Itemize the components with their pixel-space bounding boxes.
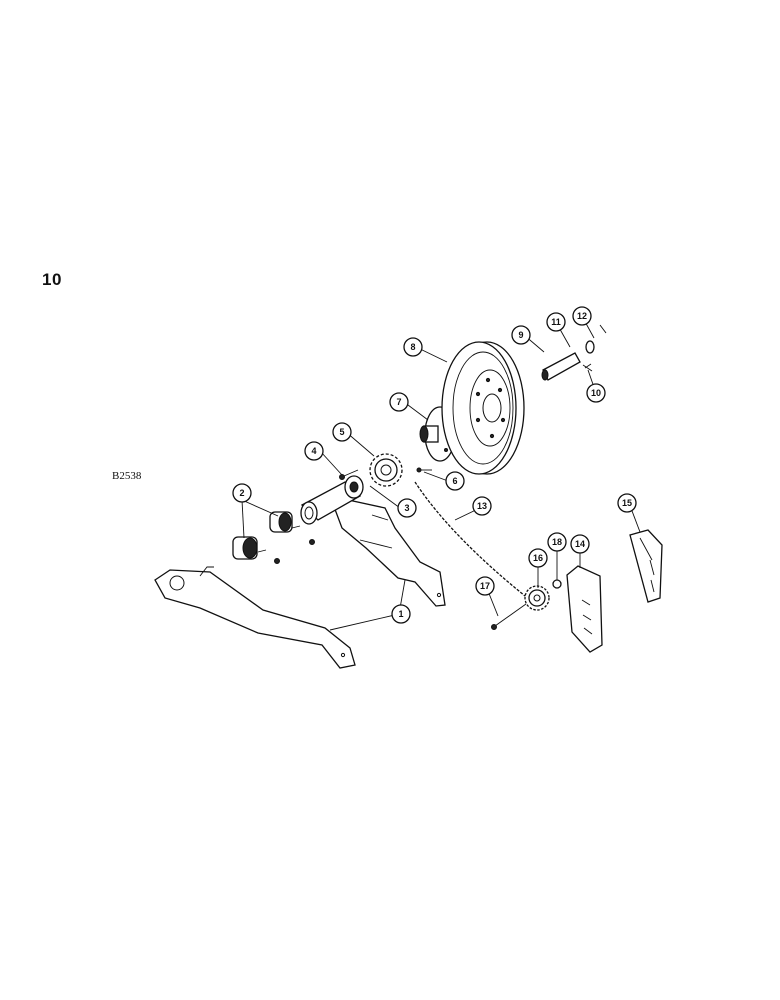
part-10-pin [582,363,593,372]
svg-text:15: 15 [622,498,632,508]
callout-8: 8 [403,337,423,357]
svg-text:9: 9 [518,330,523,340]
svg-text:8: 8 [410,342,415,352]
callout-13: 13 [472,496,492,516]
callout-9: 9 [511,325,531,345]
svg-text:13: 13 [477,501,487,511]
callout-14: 14 [570,534,590,554]
callout-12: 12 [572,306,592,326]
part-14-plate [566,565,603,653]
part-1-arm [154,566,356,669]
callout-5: 5 [332,422,352,442]
part-16-sprocket [524,585,550,611]
svg-text:7: 7 [396,397,401,407]
part-18-nut [552,579,562,589]
part-2-clamps [232,511,315,564]
part-15-bracket [629,529,663,603]
svg-text:14: 14 [575,539,585,549]
page-number: 10 [42,270,62,289]
callout-10: 10 [586,383,606,403]
part-5-sprocket [369,453,403,487]
part-3-sleeve [300,475,364,525]
callout-6: 6 [445,471,465,491]
callout-4: 4 [304,441,324,461]
callout-2: 2 [232,483,252,503]
svg-text:12: 12 [577,311,587,321]
callout-1: 1 [391,604,411,624]
svg-text:3: 3 [404,503,409,513]
callout-16: 16 [528,548,548,568]
callout-15: 15 [617,493,637,513]
part-17-bolt [491,603,527,630]
part-12-washers [585,324,607,354]
svg-text:10: 10 [591,388,601,398]
part-8-pulley [441,341,525,475]
part-9-shaft [541,352,581,381]
svg-text:16: 16 [533,553,543,563]
callout-3: 3 [397,498,417,518]
svg-text:1: 1 [398,609,403,619]
part-1-bracket [328,495,446,607]
svg-text:17: 17 [480,581,490,591]
callout-18: 18 [547,532,567,552]
part-13-chain [414,481,531,601]
svg-text:18: 18 [552,537,562,547]
svg-text:2: 2 [239,488,244,498]
svg-text:6: 6 [452,476,457,486]
svg-text:5: 5 [339,427,344,437]
figure-code: B2538 [112,470,142,482]
svg-text:4: 4 [311,446,316,456]
svg-text:11: 11 [551,317,561,327]
callout-7: 7 [389,392,409,412]
part-6-screw [416,467,432,473]
callout-17: 17 [475,576,495,596]
callout-11: 11 [546,312,566,332]
